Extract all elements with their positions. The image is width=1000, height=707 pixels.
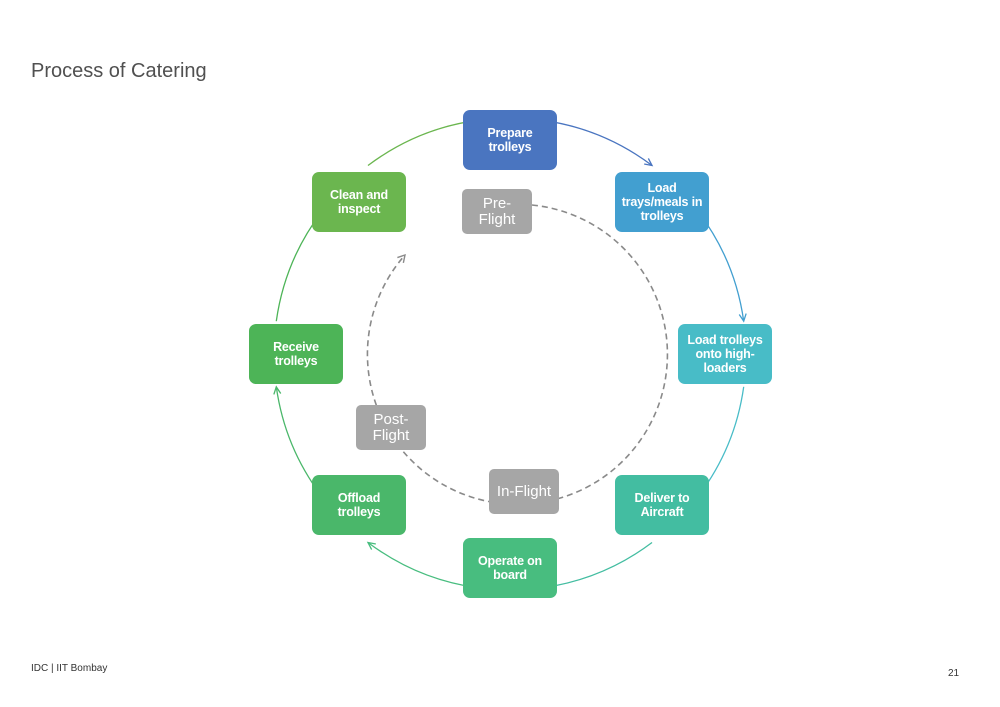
step-prepare-trolleys: Prepare trolleys [463,110,557,170]
step-label: Load trays/meals in trolleys [621,181,703,223]
phase-label: Post-Flight [372,410,410,444]
page-number: 21 [948,668,960,679]
step-label: Operate on board [478,554,542,582]
step-load-trays: Load trays/meals in trolleys [615,172,709,232]
phase-post-flight: Post-Flight [356,405,426,450]
cycle-arrow-5 [367,541,478,589]
phase-label: Pre-Flight [478,194,516,228]
step-label: Load trolleys onto high-loaders [687,333,763,375]
step-load-high-loaders: Load trolleys onto high-loaders [678,324,772,384]
cycle-arrowhead-2 [738,313,747,323]
cycle-arrowhead-1 [644,158,654,167]
cycle-arrowhead-6 [273,385,282,395]
cycle-arrowhead-5 [366,541,376,550]
step-offload-trolleys: Offload trolleys [312,475,406,535]
page-title: Process of Catering [31,60,207,82]
phase-label: In-Flight [496,482,552,500]
step-deliver-to-aircraft: Deliver to Aircraft [615,475,709,535]
phase-pre-flight: Pre-Flight [462,189,532,234]
step-label: Receive trolleys [273,340,319,368]
cycle-arrow-1 [542,119,653,167]
step-operate-on-board: Operate on board [463,538,557,598]
cycle-arrow-4 [542,541,653,589]
footer-institution: IDC | IIT Bombay [31,663,108,674]
step-label: Clean and inspect [330,188,388,216]
inner-cycle-dashed-arrow [366,204,669,506]
step-clean-and-inspect: Clean and inspect [312,172,406,232]
step-receive-trolleys: Receive trolleys [249,324,343,384]
step-label: Offload trolleys [337,491,381,519]
cycle-arrow-8 [367,119,478,167]
step-label: Deliver to Aircraft [634,491,690,519]
step-label: Prepare trolleys [487,126,533,154]
phase-in-flight: In-Flight [489,469,559,514]
